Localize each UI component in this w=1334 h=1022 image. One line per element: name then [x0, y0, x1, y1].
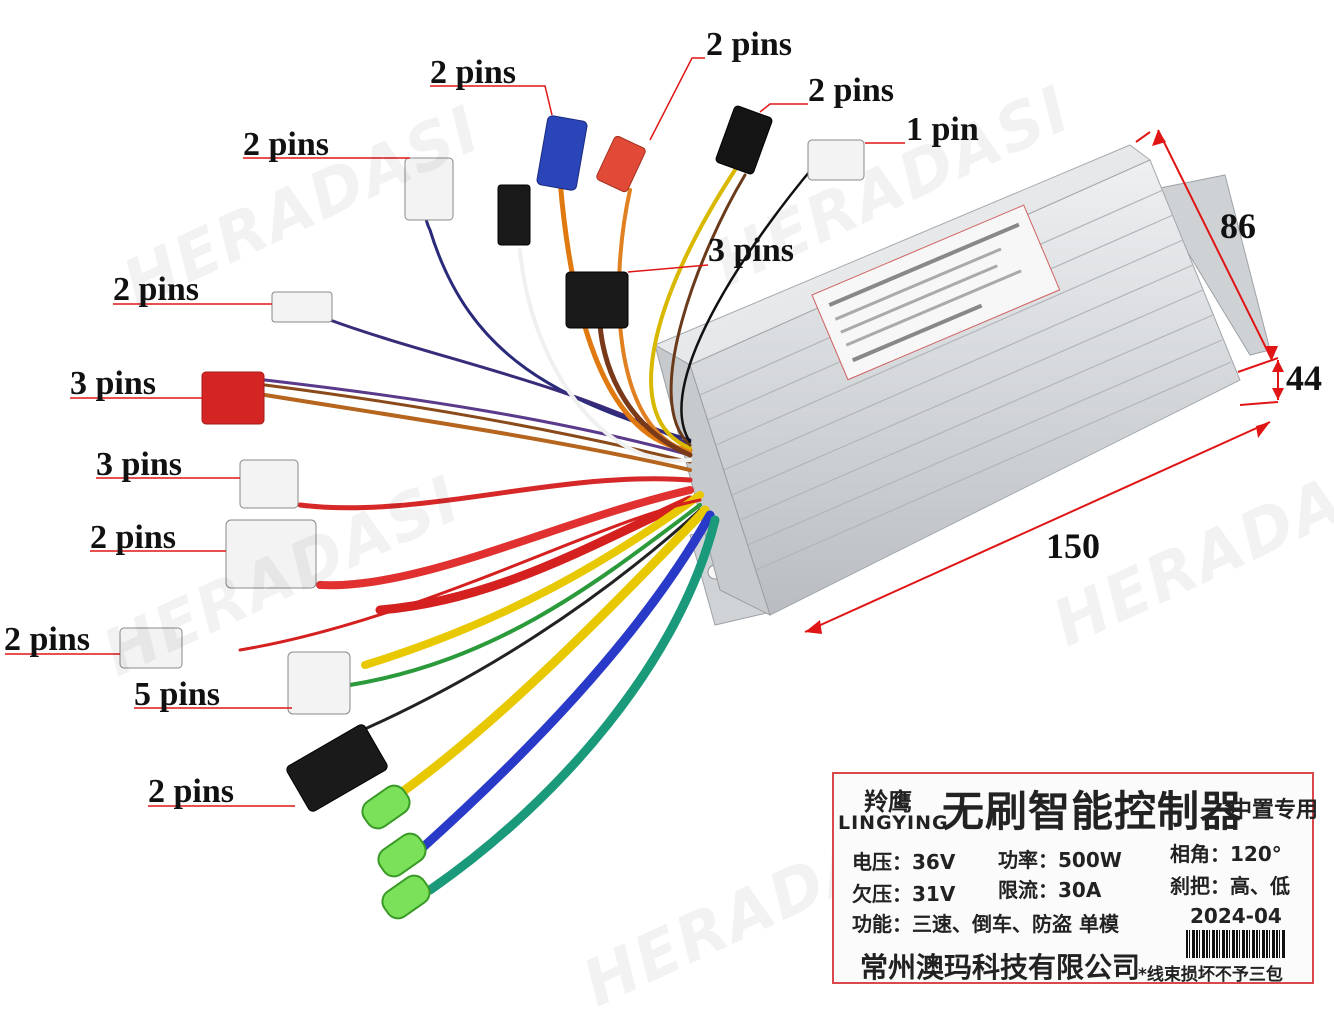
leader-lines — [5, 57, 905, 807]
company-name: 常州澳玛科技有限公司 — [860, 951, 1141, 984]
dimension-length: 150 — [1046, 526, 1100, 566]
connector-white-2pin-top — [404, 157, 454, 221]
connector-black-2pin-top — [715, 105, 773, 175]
spec-undervoltage: 欠压：31V — [852, 882, 956, 906]
pin-label-black-top-connector: 2 pins — [808, 72, 894, 109]
connector-red-3pin — [201, 371, 265, 425]
spec-current-limit: 限流：30A — [998, 878, 1102, 902]
connector-white-2pin-left — [271, 291, 333, 323]
connectors — [119, 105, 865, 812]
pin-label-blue-connector: 2 pins — [430, 54, 516, 91]
spec-power: 功率：500W — [998, 848, 1122, 872]
connector-white-5pin — [287, 651, 351, 715]
controller-box — [653, 144, 1241, 616]
dimension-height: 44 — [1286, 358, 1322, 398]
connector-white-2pin-large — [225, 519, 317, 589]
pin-label-black-3pin-connector: 3 pins — [708, 232, 794, 269]
spec-brake: 刹把：高、低 — [1170, 874, 1290, 898]
warranty-note: *线束损坏不予三包 — [1138, 965, 1283, 985]
spec-voltage: 电压：36V — [852, 850, 956, 874]
spec-date: 2024-04 — [1190, 904, 1282, 928]
wire-harness — [238, 163, 817, 895]
connector-black-small — [497, 184, 531, 246]
label-title: 无刷智能控制器 — [942, 787, 1244, 836]
pin-label-white-left-connector: 2 pins — [113, 271, 199, 308]
controller-spec-label: 羚鹰 LINGYING 无刷智能控制器 中置专用 电压：36V 功率：500W … — [832, 772, 1318, 985]
dimension-lines — [804, 129, 1284, 634]
dimension-depth: 86 — [1220, 206, 1256, 246]
spec-functions: 功能：三速、倒车、防盗 单模 — [852, 912, 1119, 936]
pin-label-white-bottom-connector: 2 pins — [4, 621, 90, 658]
barcode — [1186, 930, 1286, 958]
connector-black-3pin — [565, 271, 629, 329]
pin-label-white-5pin-connector: 5 pins — [134, 676, 220, 713]
connector-black-2pin-bottom — [286, 724, 388, 812]
connector-red-2pin — [596, 135, 646, 193]
label-subtitle: 中置专用 — [1230, 798, 1319, 823]
pin-label-black-bottom-connector: 2 pins — [148, 773, 234, 810]
brand-chinese: 羚鹰 — [864, 788, 912, 816]
spec-phase-angle: 相角：120° — [1170, 842, 1282, 866]
pin-label-white-large-connector: 2 pins — [90, 519, 176, 556]
pin-label-white-top-connector: 2 pins — [243, 126, 329, 163]
pin-label-red-3pin-connector: 3 pins — [70, 365, 156, 402]
connector-blue-2pin — [536, 115, 588, 191]
brand-english: LINGYING — [838, 812, 949, 834]
box-label — [811, 204, 1061, 381]
connector-white-2pin-bottom — [119, 627, 183, 669]
connector-white-3pin — [239, 459, 299, 509]
bullet-terminals — [361, 784, 431, 920]
connector-white-1pin — [807, 139, 865, 181]
pin-label-red-small-connector: 2 pins — [706, 26, 792, 63]
pin-label-white-3pin-connector: 3 pins — [96, 446, 182, 483]
pin-label-white-1pin-connector: 1 pin — [906, 111, 979, 148]
controller-photo — [5, 57, 1284, 920]
